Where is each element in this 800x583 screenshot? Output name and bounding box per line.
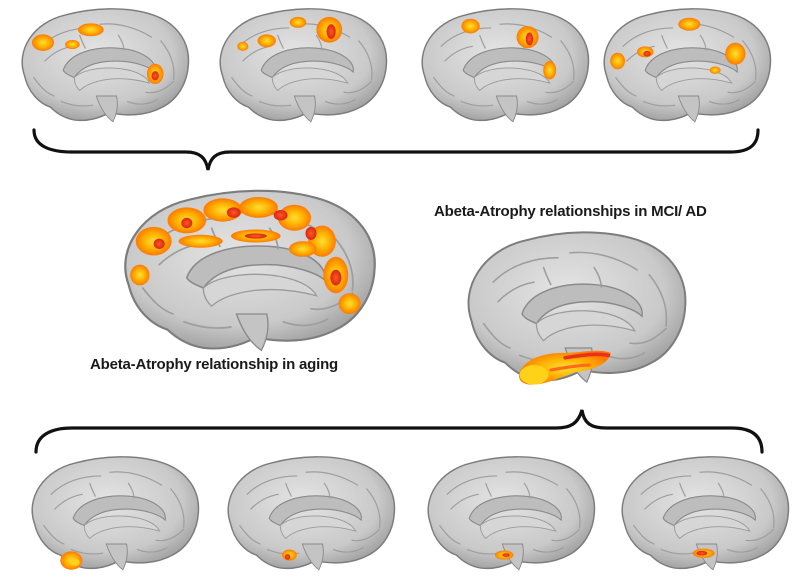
mci-ad-caption: Abeta-Atrophy relationships in MCI/ AD bbox=[434, 203, 707, 220]
brain-aging bbox=[124, 189, 376, 352]
brain-bottom-1 bbox=[31, 456, 200, 571]
brain-top-1 bbox=[21, 8, 190, 123]
top-brace bbox=[32, 128, 760, 171]
aging-caption: Abeta-Atrophy relationship in aging bbox=[90, 356, 339, 373]
brain-mci-ad bbox=[467, 231, 687, 385]
brain-top-4 bbox=[603, 8, 772, 123]
brain-bottom-2 bbox=[227, 456, 396, 571]
brain-bottom-3 bbox=[427, 456, 596, 571]
brain-top-2 bbox=[219, 8, 388, 123]
brain-top-3 bbox=[421, 8, 590, 123]
brain-bottom-4 bbox=[621, 456, 790, 571]
bottom-brace bbox=[34, 409, 764, 454]
